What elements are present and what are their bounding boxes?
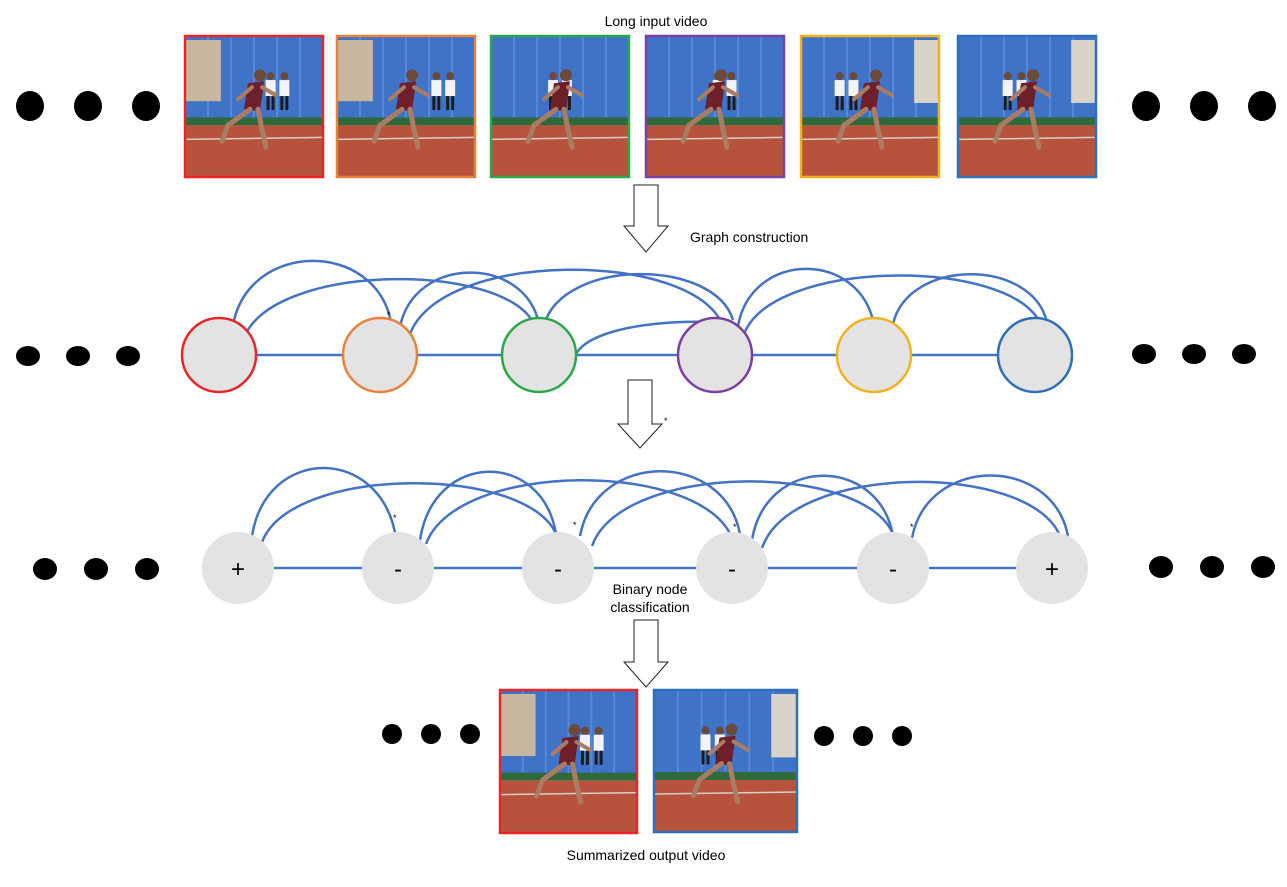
input-video-label: Long input video bbox=[605, 13, 708, 29]
video-frame bbox=[498, 688, 639, 835]
graph-arc bbox=[408, 268, 724, 335]
ellipsis-left-row4 bbox=[382, 724, 480, 744]
classified-node bbox=[1016, 532, 1088, 604]
graph-arc bbox=[231, 259, 393, 326]
ellipsis-left-row2 bbox=[16, 346, 140, 366]
graph-arc bbox=[750, 474, 895, 541]
graph-node bbox=[676, 316, 754, 394]
node-class-label: - bbox=[728, 556, 736, 583]
graph-arc bbox=[242, 277, 536, 339]
graph-arc bbox=[891, 273, 1049, 325]
graph-arc bbox=[578, 470, 742, 537]
graph-arc bbox=[910, 474, 1070, 539]
graph-arc bbox=[736, 267, 876, 327]
graph-construction-label: Graph construction bbox=[690, 229, 808, 245]
node-class-label: - bbox=[889, 556, 897, 583]
classified-node bbox=[522, 532, 594, 604]
output-video-frames bbox=[498, 688, 799, 835]
binary-classification-label-1: Binary node bbox=[613, 581, 688, 597]
graph-nodes bbox=[180, 316, 1074, 394]
output-video-label: Summarized output video bbox=[567, 847, 726, 863]
graph-node bbox=[500, 316, 578, 394]
edge-marker: * bbox=[910, 522, 914, 532]
edge-marker: * bbox=[387, 310, 391, 320]
video-frame bbox=[335, 34, 477, 179]
graph-node bbox=[341, 316, 419, 394]
graph-arc bbox=[398, 271, 541, 328]
node-class-label: + bbox=[1045, 556, 1059, 583]
video-frame bbox=[183, 34, 325, 179]
classified-node bbox=[362, 532, 434, 604]
classified-node bbox=[857, 532, 929, 604]
node-class-label: - bbox=[394, 556, 402, 583]
ellipsis-left-row3 bbox=[33, 558, 159, 580]
binary-classification-label-2: classification bbox=[610, 599, 689, 615]
classified-node bbox=[696, 532, 768, 604]
graph-node bbox=[996, 316, 1074, 394]
ellipsis-right-row3 bbox=[1149, 556, 1275, 578]
edge-marker: * bbox=[393, 513, 397, 523]
node-class-label: + bbox=[231, 556, 245, 583]
node-class-label: - bbox=[554, 556, 562, 583]
graph-arc bbox=[250, 466, 398, 539]
edge-marker: * bbox=[733, 522, 737, 532]
down-arrow-1 bbox=[622, 184, 670, 253]
graph-arc bbox=[742, 274, 1042, 335]
video-frame bbox=[644, 34, 786, 179]
classified-graph-nodes: + - - - - + bbox=[202, 532, 1088, 604]
arrow-marker: * bbox=[664, 416, 668, 426]
ellipsis-left-row1 bbox=[16, 91, 160, 121]
graph-arc bbox=[760, 480, 1062, 549]
graph-node bbox=[180, 316, 258, 394]
ellipsis-right-row4 bbox=[814, 726, 912, 746]
graph-node bbox=[835, 316, 913, 394]
graph-edges bbox=[231, 259, 1049, 357]
classified-edge-markers: * * * * bbox=[393, 513, 914, 532]
ellipsis-right-row2 bbox=[1132, 344, 1256, 364]
input-video-frames bbox=[183, 34, 1098, 179]
graph-arc bbox=[542, 272, 735, 326]
video-frame bbox=[489, 34, 631, 179]
graph-arc bbox=[424, 479, 734, 545]
classified-node bbox=[202, 532, 274, 604]
down-arrow-3 bbox=[622, 619, 670, 688]
video-frame bbox=[652, 688, 799, 834]
graph-arc bbox=[260, 482, 558, 543]
graph-arc bbox=[418, 470, 558, 541]
classified-graph-edges bbox=[250, 466, 1070, 570]
edge-marker: * bbox=[573, 520, 577, 530]
down-arrow-2 bbox=[616, 379, 664, 449]
graph-arc bbox=[590, 480, 895, 547]
video-frame bbox=[956, 34, 1098, 179]
ellipsis-right-row1 bbox=[1132, 91, 1276, 121]
video-frame bbox=[799, 34, 941, 179]
